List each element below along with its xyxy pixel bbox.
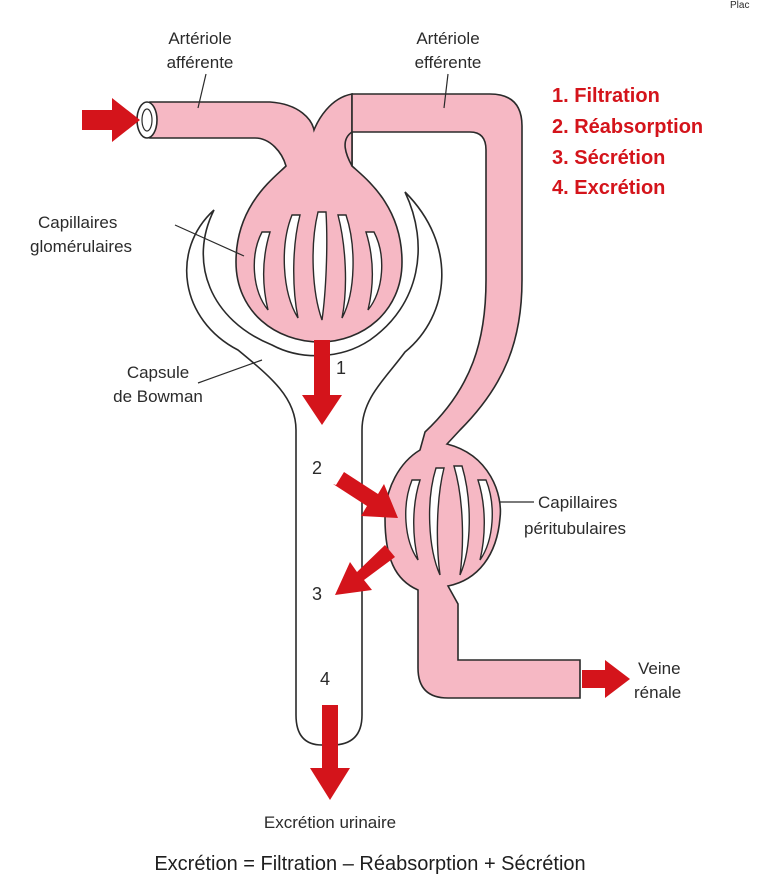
vein-label-line1: Veine xyxy=(638,659,681,678)
leader-bowman xyxy=(198,360,262,383)
efferent-peritubular-vessel xyxy=(345,94,580,698)
legend-item-secretion: 3. Sécrétion xyxy=(552,147,665,169)
renal-vein-outflow-arrow xyxy=(582,660,630,698)
legend-item-excretion: 4. Excrétion xyxy=(552,177,665,199)
step-number-3: 3 xyxy=(312,584,322,604)
step-number-4: 4 xyxy=(320,669,330,689)
peritubular-label-line2: péritubulaires xyxy=(524,519,626,538)
afferent-label-line2: afférente xyxy=(167,53,234,72)
legend-item-reabsorption: 2. Réabsorption xyxy=(552,116,703,138)
bowman-label-line1: Capsule xyxy=(127,363,189,382)
glomerular-label-line2: glomérulaires xyxy=(30,237,132,256)
leader-glomerular xyxy=(175,225,244,256)
step-number-1: 1 xyxy=(336,358,346,378)
urinary-excretion-label: Excrétion urinaire xyxy=(264,813,396,832)
glomerular-label-line1: Capillaires xyxy=(38,213,117,232)
excretion-formula: Excrétion = Filtration – Réabsorption + … xyxy=(154,853,585,875)
afferent-label-line1: Artériole xyxy=(168,29,231,48)
efferent-label-line2: efférente xyxy=(415,53,482,72)
efferent-label-line1: Artériole xyxy=(416,29,479,48)
afferent-inflow-arrow xyxy=(82,98,140,142)
process-legend: 1. Filtration 2. Réabsorption 3. Sécréti… xyxy=(552,85,703,199)
corner-fragment-label: Plac xyxy=(730,0,749,11)
step-number-2: 2 xyxy=(312,458,322,478)
bowman-label-line2: de Bowman xyxy=(113,387,203,406)
legend-item-filtration: 1. Filtration xyxy=(552,85,660,107)
peritubular-label-line1: Capillaires xyxy=(538,493,617,512)
vein-label-line2: rénale xyxy=(634,683,681,702)
